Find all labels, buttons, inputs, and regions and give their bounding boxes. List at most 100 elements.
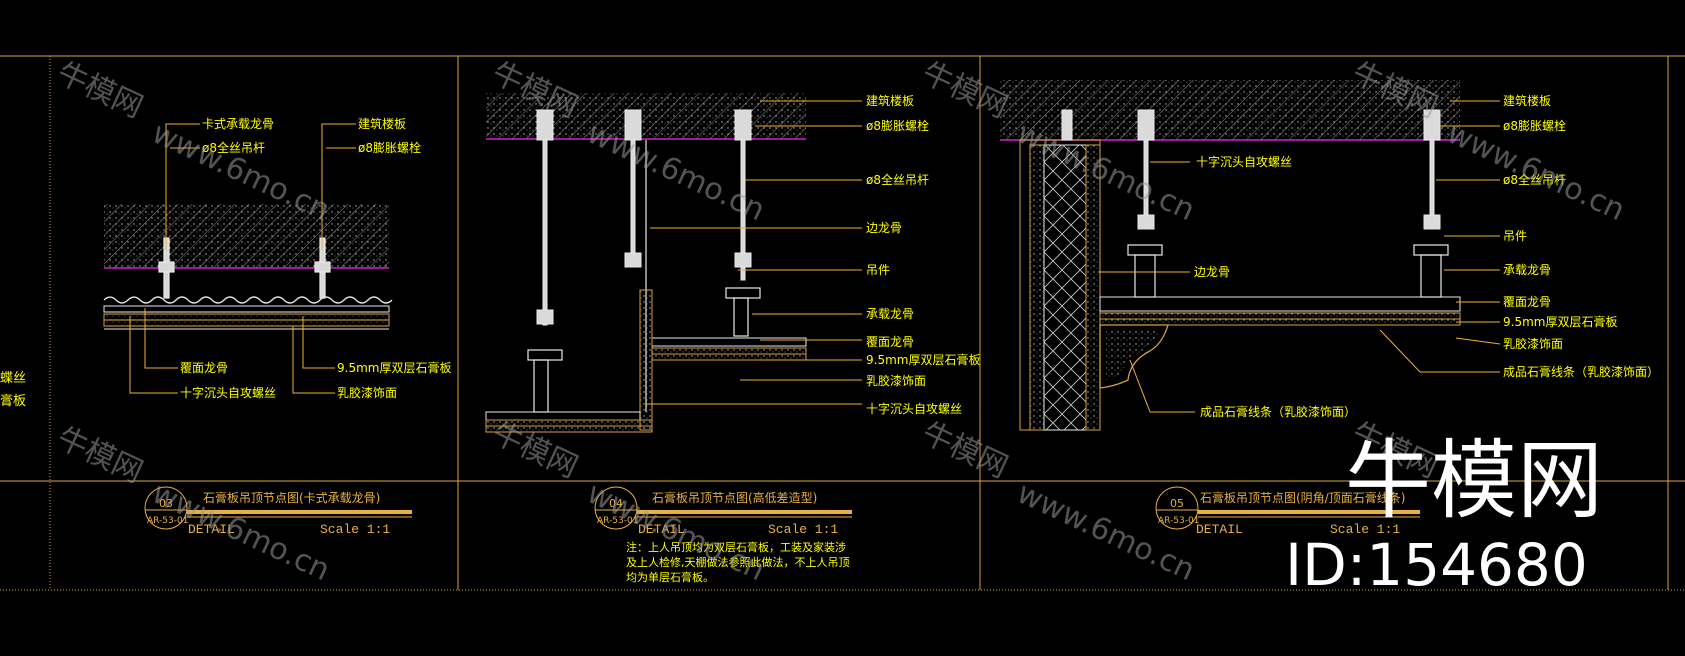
detail-04-title-block: 04 AR-53-01 石膏板吊顶节点图(高低差造型) DETAIL Scale…: [594, 486, 852, 584]
label-main-keel: 承载龙骨: [866, 307, 914, 321]
label-hanger: 吊件: [866, 263, 890, 277]
sheet-ref: AR-53-01: [147, 516, 188, 526]
label-cover-keel: 覆面龙骨: [1503, 295, 1551, 309]
detail-title: 石膏板吊顶节点图(阴角/顶面石膏线条): [1200, 490, 1405, 505]
left-edge-labels: 蝶丝 膏板: [0, 371, 26, 409]
anchor-bolt: [1423, 109, 1441, 141]
nut: [624, 252, 642, 268]
note-line-3: 均为单层石膏板。: [626, 570, 714, 584]
nut: [536, 309, 554, 325]
label-board: 9.5mm厚双层石膏板: [866, 352, 980, 367]
label-paint: 乳胶漆饰面: [337, 385, 397, 400]
lower-board-2: [485, 425, 653, 433]
concrete-texture: [1000, 80, 1460, 140]
gypsum-board-1: [103, 313, 390, 321]
label-molding-bottom: 成品石膏线条（乳胶漆饰面）: [1200, 404, 1356, 419]
nut: [1423, 214, 1441, 230]
label-paint: 乳胶漆饰面: [1503, 336, 1563, 351]
label-anchor: ø8膨胀螺栓: [1503, 118, 1566, 133]
detail-scale: Scale 1:1: [320, 522, 390, 537]
hanger-clip: [527, 349, 563, 361]
brand-stamp-logo: 牛模网: [1345, 431, 1603, 531]
gypsum-board-2: [651, 353, 807, 361]
watermark-site: www.6mo.cn: [1012, 476, 1200, 589]
anchor-bolt: [624, 109, 642, 141]
card-keel: [103, 296, 393, 304]
detail-04-drawing: 建筑楼板 ø8膨胀螺栓 ø8全丝吊杆 边龙骨 吊件 承载龙骨 覆面龙骨 9.5m…: [485, 93, 980, 433]
cover-keel: [651, 337, 807, 347]
label-slab: 建筑楼板: [358, 116, 406, 131]
watermark-brand: 牛模网: [52, 56, 148, 126]
label-rod: ø8全丝吊杆: [202, 140, 265, 155]
detail-scale: Scale 1:1: [768, 522, 838, 537]
gypsum-board-1: [1099, 312, 1461, 320]
wall-board-right: [1085, 144, 1101, 431]
label-anchor: ø8膨胀螺栓: [358, 140, 421, 155]
gypsum-board-2: [1099, 318, 1461, 326]
concrete-texture: [104, 204, 389, 268]
sheet-ref: AR-53-01: [597, 516, 638, 526]
detail-03-leaders: [129, 123, 356, 394]
detail-number: 04: [609, 497, 623, 510]
cover-keel: [103, 305, 390, 313]
label-screw: 十字沉头自攻螺丝: [1196, 154, 1292, 169]
detail-subtitle: DETAIL: [1196, 522, 1243, 537]
molding-fill: [1106, 330, 1160, 380]
detail-05-leaders: [1098, 100, 1501, 413]
detail-number: 03: [159, 497, 173, 510]
main-keel: [733, 297, 749, 337]
label-board: 9.5mm厚双层石膏板: [1503, 314, 1617, 329]
label-rod: ø8全丝吊杆: [1503, 172, 1566, 187]
wall-insulation: [1043, 144, 1087, 431]
label-edge-keel: 边龙骨: [866, 221, 902, 235]
note-line-2: 及上人检修,天棚做法参照此做法，不上人吊顶: [626, 555, 850, 569]
label-cover-keel: 覆面龙骨: [866, 335, 914, 349]
hanger-rod: [542, 109, 548, 326]
detail-bubble: [144, 486, 188, 530]
watermark-brand: 牛模网: [917, 56, 1013, 126]
detail-title: 石膏板吊顶节点图(高低差造型): [652, 490, 817, 505]
sheet-ref: AR-53-01: [1158, 516, 1199, 526]
detail-bubble: [1155, 486, 1199, 530]
gypsum-board-2: [103, 319, 390, 327]
label-edge-keel: 边龙骨: [1194, 265, 1230, 279]
main-keel: [533, 359, 549, 413]
label-anchor: ø8膨胀螺栓: [866, 118, 929, 133]
hanger-clip: [1413, 244, 1449, 256]
detail-03-drawing: 卡式承载龙骨 ø8全丝吊杆 建筑楼板 ø8膨胀螺栓 覆面龙骨 十字沉头自攻螺丝 …: [103, 116, 451, 400]
detail-04-leaders: [646, 100, 862, 405]
detail-05-drawing: 十字沉头自攻螺丝 边龙骨 成品石膏线条（乳胶漆饰面） 建筑楼板 ø8膨胀螺栓 ø…: [1000, 80, 1659, 431]
label-card-keel: 卡式承载龙骨: [202, 117, 274, 131]
label-screw: 十字沉头自攻螺丝: [866, 401, 962, 416]
label-hanger: 吊件: [1503, 229, 1527, 243]
gypsum-molding: [1099, 324, 1169, 389]
anchor-bolt: [1137, 109, 1155, 141]
hanger-clip: [1127, 244, 1163, 256]
detail-number: 05: [1170, 497, 1184, 510]
step-board: [639, 289, 653, 431]
label-molding: 成品石膏线条（乳胶漆饰面）: [1503, 364, 1659, 379]
anchor-bolt: [536, 109, 554, 141]
label-rod: ø8全丝吊杆: [866, 172, 929, 187]
detail-bubble: [594, 486, 638, 530]
nut: [734, 252, 752, 268]
label-screw: 十字沉头自攻螺丝: [180, 385, 276, 400]
label-main-keel: 承载龙骨: [1503, 263, 1551, 277]
wall-anchor: [1061, 109, 1073, 141]
anchor-nut: [314, 261, 331, 273]
detail-scale: Scale 1:1: [1330, 522, 1400, 537]
detail-03-title-block: 03 AR-53-01 石膏板吊顶节点图(卡式承载龙骨) DETAIL Scal…: [144, 486, 412, 537]
detail-04-note: 注：上人吊顶均为双层石膏板，工装及家装涉 及上人检修,天棚做法参照此做法，不上人…: [626, 540, 850, 584]
label-slab: 建筑楼板: [1503, 93, 1551, 108]
label-slab: 建筑楼板: [866, 93, 914, 108]
brand-stamp: 牛模网 ID:154680: [1285, 431, 1603, 599]
left-edge-label-1: 蝶丝: [0, 371, 26, 386]
sheet-frame: [0, 55, 1685, 591]
detail-subtitle: DETAIL: [638, 522, 685, 537]
brand-stamp-id: ID:154680: [1285, 531, 1588, 599]
detail-subtitle: DETAIL: [188, 522, 235, 537]
watermark-brand: 牛模网: [917, 416, 1013, 486]
anchor-bolt: [734, 109, 752, 141]
main-keel: [1134, 254, 1156, 298]
